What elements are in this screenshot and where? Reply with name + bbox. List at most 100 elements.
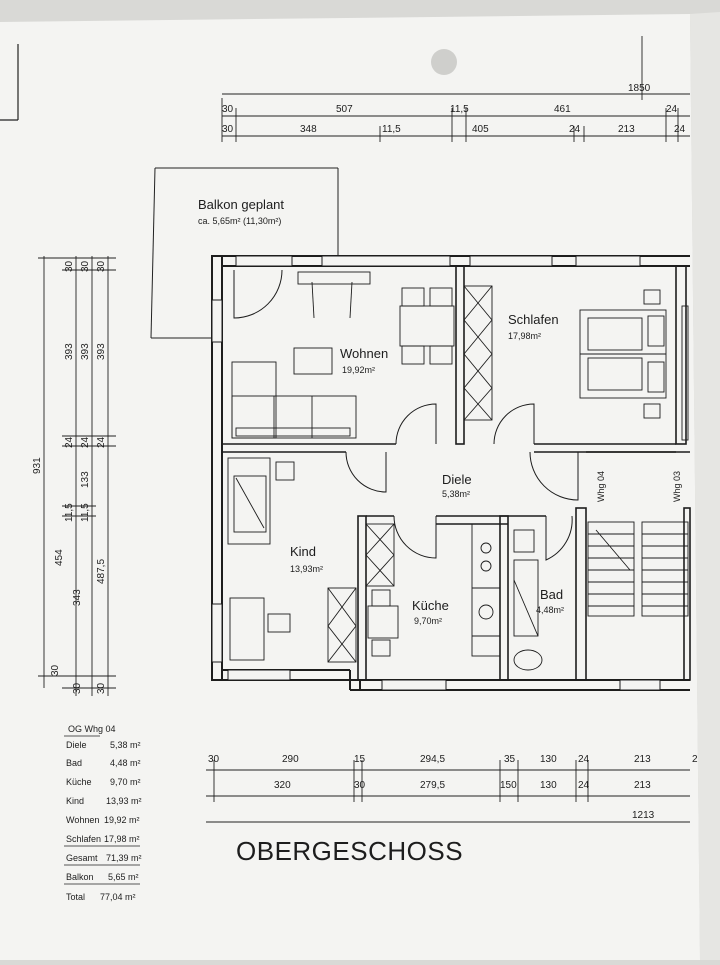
dim-top-row2: 30 xyxy=(222,124,234,135)
area-row-value: 71,39 m² xyxy=(106,853,142,863)
paper-sheet xyxy=(0,14,700,960)
area-row-name: Bad xyxy=(66,758,82,768)
area-row-value: 4,48 m² xyxy=(110,758,141,768)
room-kueche-name: Küche xyxy=(412,598,449,613)
room-bad-name: Bad xyxy=(540,587,563,602)
room-diele-name: Diele xyxy=(442,472,472,487)
windows xyxy=(211,255,661,691)
room-kueche-area: 9,70m² xyxy=(414,616,442,626)
area-row-name: Küche xyxy=(66,777,92,787)
dim-left-col1: 30 xyxy=(50,664,61,676)
drawing-title: OBERGESCHOSS xyxy=(236,836,463,866)
dim-top-row1: 11,5 xyxy=(450,104,469,115)
area-row-value: 17,98 m² xyxy=(104,834,140,844)
dim-bottom-row1: 213 xyxy=(634,754,651,765)
room-schlafen-area: 17,98m² xyxy=(508,331,541,341)
dim-top-row1: 461 xyxy=(554,104,571,115)
dim-bottom-row1: 290 xyxy=(282,754,299,765)
dim-top-row2: 24 xyxy=(569,124,581,135)
dim-bottom-row1: 24 xyxy=(578,754,590,765)
wohnen-furniture xyxy=(231,271,455,439)
room-wohnen-area: 19,92m² xyxy=(342,365,375,375)
room-wohnen-name: Wohnen xyxy=(340,346,388,361)
area-row-name: Total xyxy=(66,892,85,902)
dim-left-col2: 30 xyxy=(80,260,91,272)
dim-left-col1: 343 xyxy=(72,589,83,606)
staircase xyxy=(587,521,689,617)
balcony-outline xyxy=(150,167,339,339)
bottom-dimension-lines xyxy=(206,760,690,823)
dim-top-row2: 11,5 xyxy=(382,124,401,135)
dim-bottom-row2: 150 xyxy=(500,780,517,791)
dim-top-row1: 24 xyxy=(666,104,678,115)
dim-bottom-row1: 2 xyxy=(692,754,698,765)
schlafen-furniture xyxy=(463,285,689,441)
balcony-area: ca. 5,65m² (11,30m²) xyxy=(198,216,281,226)
dim-left-col1: 11,5 xyxy=(64,503,75,522)
area-row-value: 9,70 m² xyxy=(110,777,141,787)
dim-bottom-row2: 213 xyxy=(634,780,651,791)
dim-top-row2: 24 xyxy=(674,124,686,135)
area-row-name: Wohnen xyxy=(66,815,99,825)
area-row-value: 19,92 m² xyxy=(104,815,140,825)
dim-left-col2: 24 xyxy=(80,436,91,448)
area-row-value: 13,93 m² xyxy=(106,796,142,806)
dim-top-row2: 213 xyxy=(618,124,635,135)
area-table-header: OG Whg 04 xyxy=(68,724,116,734)
dim-left-col2: 393 xyxy=(80,343,91,360)
dim-bottom-total: 1213 xyxy=(632,810,655,821)
dim-bottom-row1: 15 xyxy=(354,754,366,765)
dim-left-col3: 30 xyxy=(96,682,107,694)
punch-hole xyxy=(431,49,457,75)
dim-bottom-row1: 130 xyxy=(540,754,557,765)
dim-bottom-row2: 279,5 xyxy=(420,780,445,791)
top-dimension-lines xyxy=(221,36,690,142)
dim-left-col3: 487,5 xyxy=(96,559,107,584)
dim-left-col2: 30 xyxy=(72,682,83,694)
dim-left-col1: 454 xyxy=(54,549,65,566)
paper-edge xyxy=(690,12,720,960)
dim-left-col1: 393 xyxy=(64,343,75,360)
room-bad-area: 4,48m² xyxy=(536,605,564,615)
room-kind-area: 13,93m² xyxy=(290,564,323,574)
area-table: OG Whg 04 Diele 5,38 m² Bad 4,48 m² Küch… xyxy=(64,724,142,902)
area-row-value: 77,04 m² xyxy=(100,892,136,902)
stair-label: Whg 04 xyxy=(596,471,606,502)
dim-left-total: 931 xyxy=(32,457,43,474)
room-diele-area: 5,38m² xyxy=(442,489,470,499)
area-row-name: Schlafen xyxy=(66,834,101,844)
dim-left-col1: 24 xyxy=(64,436,75,448)
area-row-value: 5,65 m² xyxy=(108,872,139,882)
dim-top-row1: 30 xyxy=(222,104,234,115)
dim-bottom-row2: 30 xyxy=(354,780,366,791)
area-row-name: Gesamt xyxy=(66,853,98,863)
dim-left-col3: 393 xyxy=(96,343,107,360)
balcony-label: Balkon geplant xyxy=(198,197,284,212)
dim-left-col2: 11,5 xyxy=(80,503,91,522)
left-dimension-lines xyxy=(38,256,116,696)
room-schlafen-name: Schlafen xyxy=(508,312,559,327)
room-kind-name: Kind xyxy=(290,544,316,559)
area-row-value: 5,38 m² xyxy=(110,740,141,750)
dim-top-row2: 348 xyxy=(300,124,317,135)
door-swings xyxy=(233,269,579,561)
kueche-furniture xyxy=(365,523,501,657)
area-row-name: Kind xyxy=(66,796,84,806)
dim-left-col3: 24 xyxy=(96,436,107,448)
stair-label: Whg 03 xyxy=(672,471,682,502)
dim-top-row1: 507 xyxy=(336,104,353,115)
interior-walls xyxy=(222,265,691,681)
area-row-name: Balkon xyxy=(66,872,94,882)
kind-furniture xyxy=(227,457,357,663)
dim-top-total: 1850 xyxy=(628,83,651,94)
dim-left-col1: 30 xyxy=(64,260,75,272)
dim-bottom-row2: 130 xyxy=(540,780,557,791)
dim-top-row2: 405 xyxy=(472,124,489,135)
dim-bottom-row1: 30 xyxy=(208,754,220,765)
dim-left-col2: 133 xyxy=(80,471,91,488)
dim-bottom-row1: 35 xyxy=(504,754,516,765)
dim-bottom-row2: 24 xyxy=(578,780,590,791)
area-row-name: Diele xyxy=(66,740,87,750)
